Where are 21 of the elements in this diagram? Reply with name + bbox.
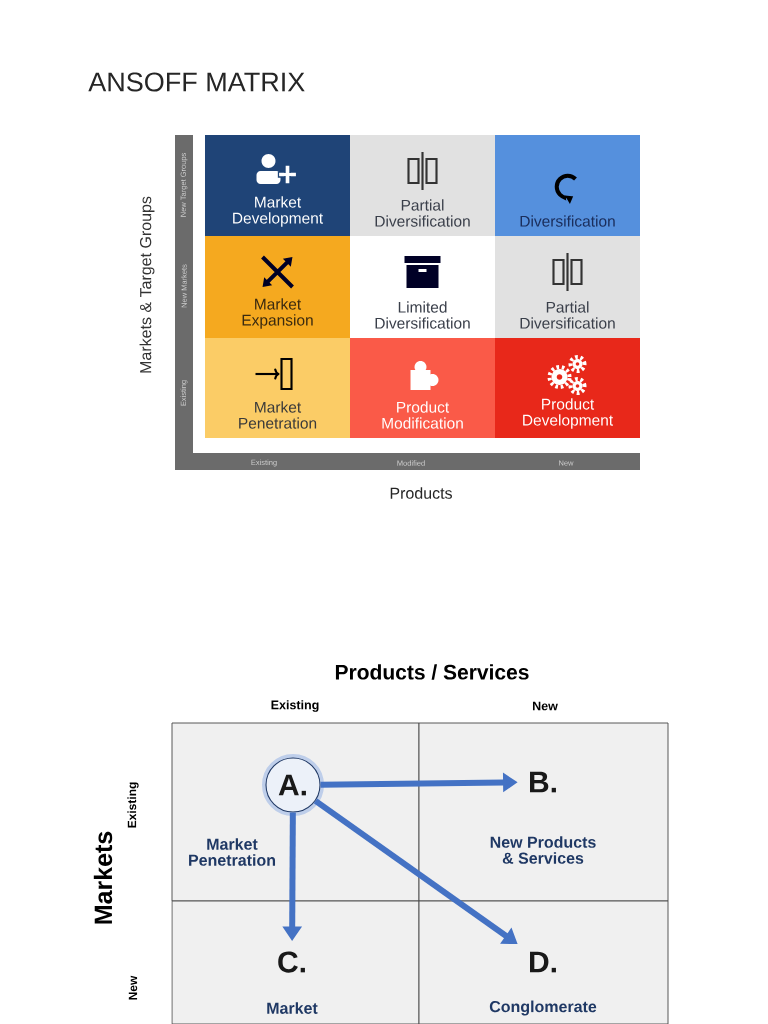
- row-header: New: [128, 975, 138, 1000]
- letter-label: D.: [530, 951, 556, 973]
- node-label: Market: [267, 1002, 318, 1014]
- axis-title: Markets: [93, 831, 113, 924]
- letter-label: C.: [278, 951, 305, 973]
- matrix-cell: Market Expansion: [205, 236, 350, 338]
- axis-title: Markets & Target Groups: [139, 196, 155, 373]
- title: ANSOFF MATRIX: [88, 72, 305, 92]
- matrix-cell: Market Development: [205, 135, 350, 236]
- axis-title: Products: [390, 487, 452, 499]
- letter-label: B.: [530, 771, 556, 793]
- matrix-cell: Partial Diversification: [495, 236, 640, 338]
- column-header: Existing: [271, 700, 319, 712]
- matrix-cell: Product Modification: [350, 338, 495, 438]
- axis-title: Products / Services: [335, 664, 529, 680]
- column-header: New: [533, 701, 558, 711]
- matrix-cell: Partial Diversification: [350, 135, 495, 236]
- row-header: Existing: [127, 782, 139, 828]
- matrix-cell: Product Development: [495, 338, 640, 438]
- matrix-cell: Diversification: [495, 135, 640, 236]
- matrix-cell: Market Penetration: [205, 338, 350, 438]
